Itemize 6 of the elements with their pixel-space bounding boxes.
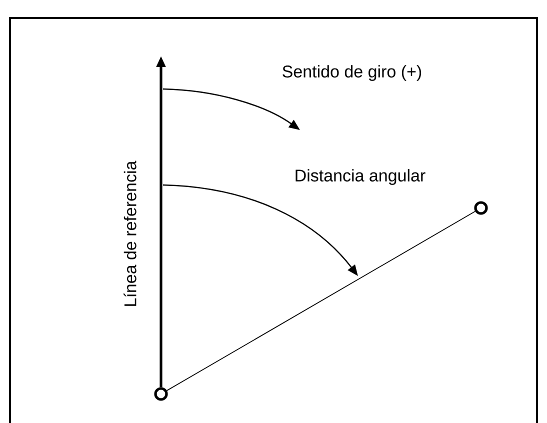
annotation-text: Sentido de giro (+)	[282, 65, 422, 81]
point-marker	[154, 387, 168, 401]
annotation-text: Distancia angular	[296, 169, 426, 185]
connecting-line	[166, 210, 476, 392]
edge-label: Línea de referencia	[124, 160, 136, 306]
point-marker	[474, 201, 488, 215]
